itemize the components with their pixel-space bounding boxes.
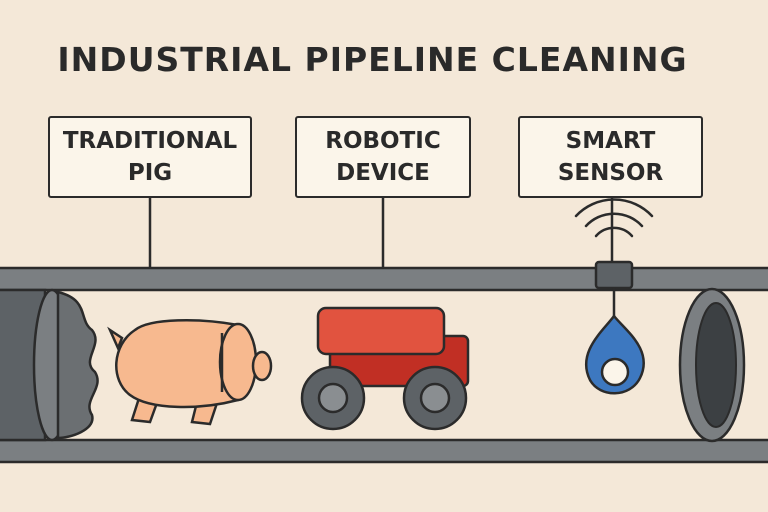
robot-icon: [300, 306, 470, 431]
label-robotic-device: ROBOTIC DEVICE: [295, 116, 471, 198]
pipe: [0, 266, 768, 464]
pig-icon: [107, 319, 273, 426]
label-line: ROBOTIC: [325, 128, 441, 154]
label-line: DEVICE: [336, 160, 430, 186]
debris-buildup: [56, 290, 99, 440]
wireless-signal-icon: [574, 198, 654, 238]
label-smart-sensor: SMART SENSOR: [518, 116, 703, 198]
page-title: INDUSTRIAL PIPELINE CLEANING: [57, 40, 688, 79]
label-line: PIG: [127, 160, 173, 186]
label-line: TRADITIONAL: [62, 128, 238, 154]
label-traditional-pig: TRADITIONAL PIG: [48, 116, 252, 198]
sensor-icon: [584, 260, 645, 395]
label-line: SENSOR: [557, 160, 664, 186]
label-line: SMART: [565, 128, 656, 154]
